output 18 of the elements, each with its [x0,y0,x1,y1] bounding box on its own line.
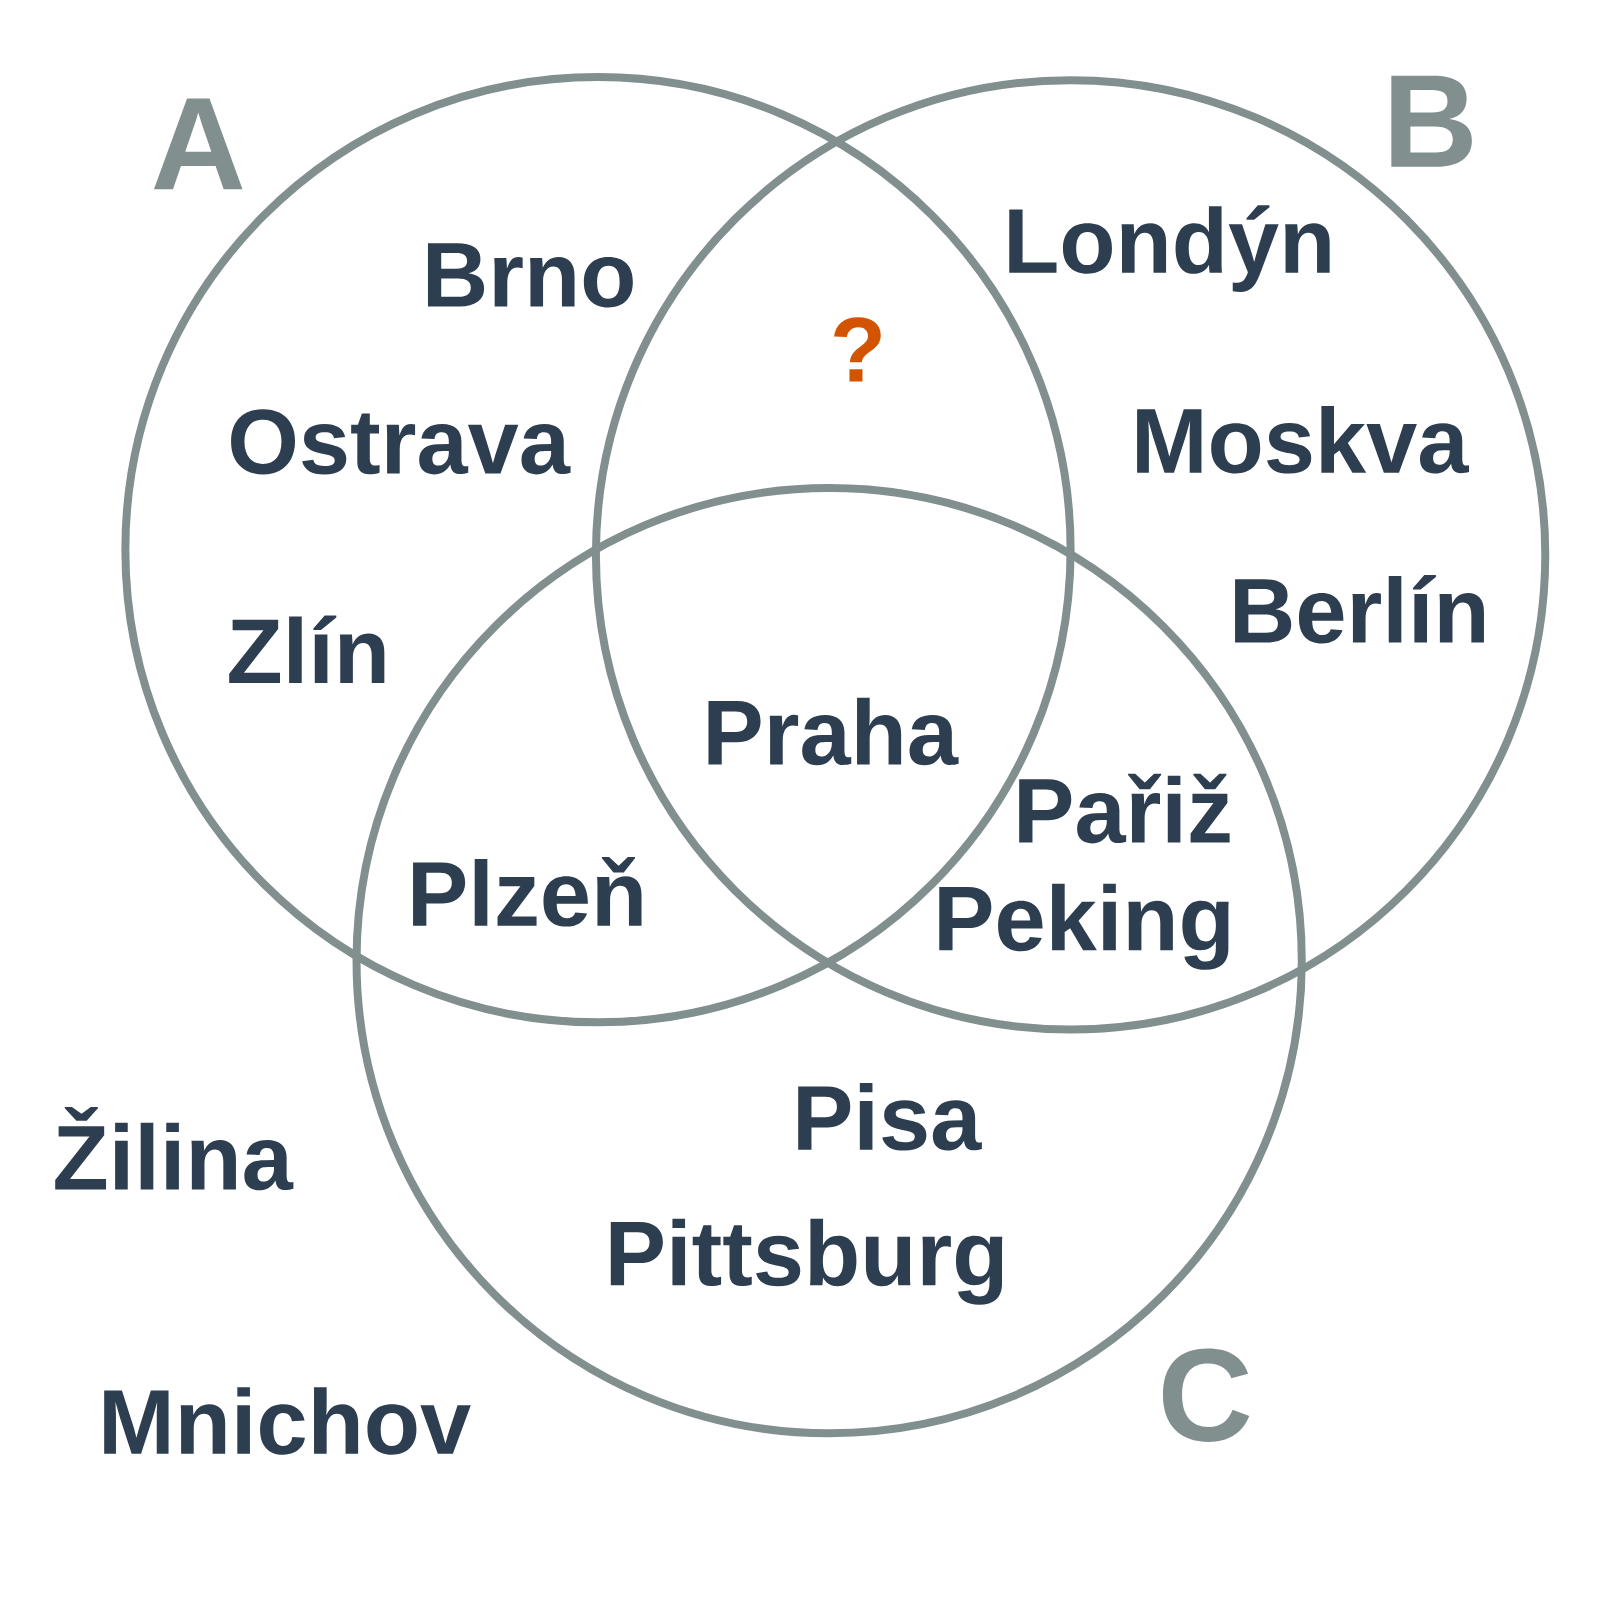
city-name: Berlín [1235,575,1484,644]
question-mark: ? [834,317,881,382]
city-name: Pařiž [1019,773,1230,844]
city-name: Praha [708,697,959,766]
city-name: Pittsburg [610,1218,1003,1305]
city-name: Mnichov [104,1387,471,1455]
city-name: Moskva [1137,406,1469,474]
city-name: Peking [939,883,1229,970]
set-letter: B [1391,75,1472,167]
city-name: Plzeň [413,857,642,927]
city-name: Žilina [55,1107,294,1191]
city-name: Zlín [229,615,385,684]
city-name: Pisa [798,1083,982,1151]
set-letter: A [153,98,243,190]
city-name: Londýn [1009,205,1330,292]
city-name: Brno [427,243,633,308]
set-letter: C [1162,1348,1250,1442]
city-name: Ostrava [231,409,571,475]
